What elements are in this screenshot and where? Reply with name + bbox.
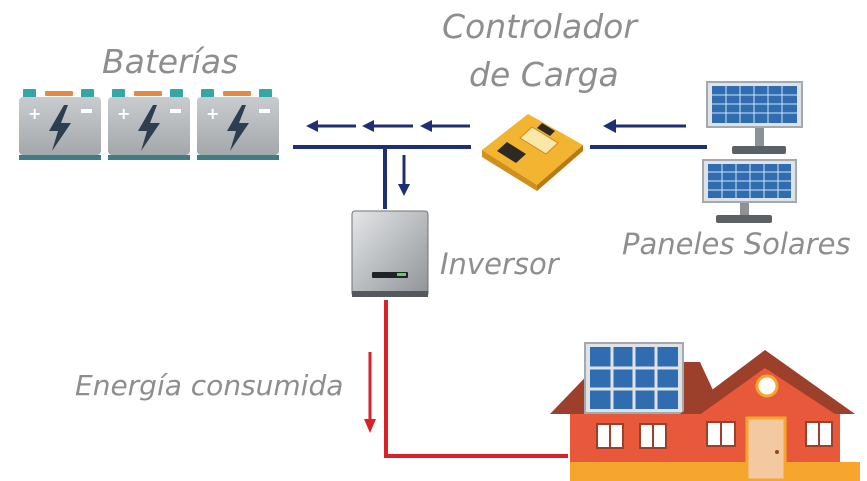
- controller-label-line1: Controlador: [442, 7, 637, 46]
- dc-flow-arrows: [306, 119, 686, 196]
- panels-label: Paneles Solares: [622, 227, 851, 261]
- svg-text:+: +: [206, 104, 219, 123]
- controller-label-line2: de Carga: [469, 55, 619, 94]
- inverter-icon: [351, 210, 429, 297]
- arrow-icon: [364, 352, 376, 433]
- house-icon: [550, 342, 860, 481]
- inverter-label: Inversor: [440, 247, 559, 281]
- ac-line: [384, 300, 568, 458]
- ac-wiring: [384, 300, 568, 458]
- svg-text:+: +: [117, 104, 130, 123]
- arrow-icon: [306, 120, 356, 132]
- battery-icon: +: [19, 89, 101, 160]
- battery-bank: + + +: [19, 89, 279, 160]
- solar-panel-icon: [706, 81, 803, 154]
- arrow-icon: [362, 120, 413, 132]
- consumption-label: Energía consumida: [75, 369, 344, 402]
- charge-controller-icon: [482, 114, 583, 191]
- svg-text:+: +: [28, 104, 41, 123]
- dc-wiring: [293, 145, 707, 209]
- arrow-icon: [603, 119, 686, 133]
- batteries-label: Baterías: [102, 42, 239, 81]
- battery-icon: +: [197, 89, 279, 160]
- arrow-icon: [420, 120, 470, 132]
- battery-icon: +: [108, 89, 190, 160]
- solar-panel-icon: [702, 159, 797, 223]
- arrow-icon: [398, 155, 410, 196]
